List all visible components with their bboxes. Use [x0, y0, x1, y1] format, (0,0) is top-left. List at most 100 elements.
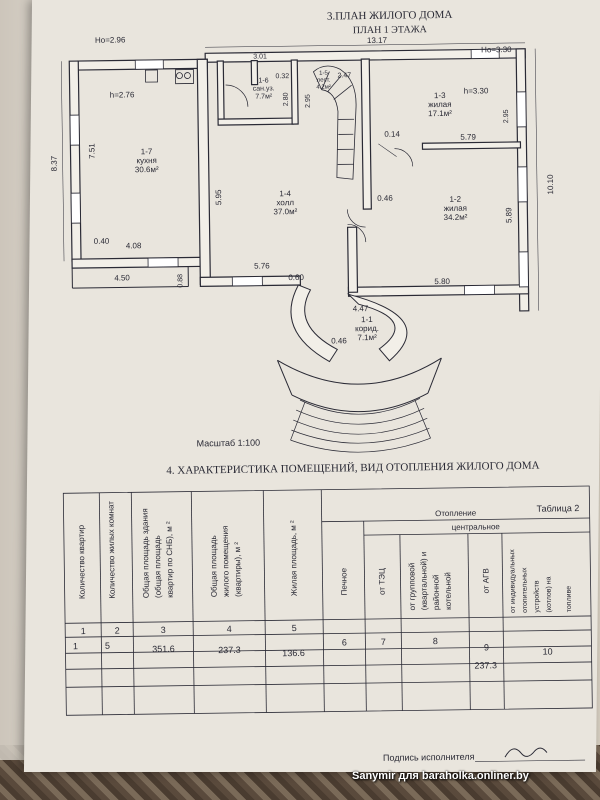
dim-450: 4.50	[114, 273, 130, 282]
dim-576: 5.76	[254, 261, 270, 270]
table-label: Таблица 2	[536, 503, 579, 514]
col-number-10: 10	[542, 646, 552, 656]
header-total-area-b: (общая площадь	[153, 535, 163, 598]
dim-580: 5.80	[434, 277, 450, 286]
room17-area: 30.6м²	[135, 165, 159, 174]
wall-kitchen-hall	[196, 58, 211, 285]
col-number-8: 8	[433, 636, 438, 646]
dim-1010: 10.10	[546, 174, 555, 195]
room13-number: 1-3	[434, 91, 446, 100]
header-individual-a: от индивидуальных	[509, 549, 517, 613]
dim-579: 5.79	[460, 133, 476, 142]
dim-046b: 0.46	[331, 336, 347, 345]
dim-h-kitchen: h=2.76	[110, 90, 135, 99]
characteristics-table	[62, 485, 593, 716]
dim-301: 3.01	[253, 53, 267, 60]
room15-name: лест.	[317, 78, 331, 84]
dim-247: 2.47	[337, 72, 351, 79]
dim-h-living: h=3.30	[464, 86, 489, 95]
cell-living-premises-area: 237.3	[218, 645, 241, 655]
wall-bottom-left	[71, 256, 208, 269]
wall-bathroom-mid	[250, 59, 259, 86]
room17-name: кухня	[136, 156, 156, 165]
header-group-boiler-c: районной	[431, 574, 440, 610]
col-number-2: 2	[115, 626, 120, 636]
dim-top-width: 13.17	[367, 36, 388, 45]
room16-name: сан.уз.	[253, 85, 275, 92]
signature-label: Подпись исполнителя	[383, 752, 475, 763]
room16-area: 7.7м²	[255, 93, 273, 100]
room11-name: корид.	[355, 324, 379, 333]
dim-595: 5.95	[214, 189, 223, 205]
header-chp: от ТЭЦ	[377, 568, 386, 595]
room12-number: 1-2	[449, 195, 461, 204]
room14-number: 1-4	[279, 189, 291, 198]
doors	[225, 84, 414, 243]
wall-left	[68, 60, 82, 262]
header-apartments-count: Количество квартир	[77, 524, 87, 599]
wall-bathroom-left	[216, 60, 225, 122]
cell-agv-area: 237.3	[474, 660, 497, 670]
col-number-7: 7	[381, 637, 386, 647]
header-individual-d: (котлов) на	[545, 576, 553, 612]
room12-area: 34.2м²	[444, 213, 468, 222]
dim-837: 8.37	[50, 155, 59, 171]
room15-area: 4.2м²	[316, 85, 331, 91]
dim-408: 4.08	[126, 241, 142, 250]
header-agv: от АГВ	[481, 568, 490, 593]
room11-area: 7.1м²	[357, 333, 377, 342]
header-group-boiler-a: от групповой	[407, 563, 417, 611]
header-living-area: Жилая площадь, м ²	[289, 520, 299, 596]
room-labels: 1-3 жилая 17.1м² 1-6 сан.уз. 7.7м² 1-5 л…	[135, 71, 468, 343]
signature-line	[475, 759, 586, 762]
header-individual-b: отопительных	[521, 567, 529, 613]
header-central: центральное	[452, 522, 501, 532]
wall-room13-room12	[421, 141, 522, 150]
header-total-area-c: квартир по СНБ), м ²	[165, 521, 175, 598]
section-title: 3.ПЛАН ЖИЛОГО ДОМА	[327, 9, 453, 23]
floor-title: ПЛАН 1 ЭТАЖА	[353, 24, 428, 36]
table-row-1: 1 5 351.6 237.3 136.6 237.3	[73, 641, 497, 671]
watermark: Sanymir для baraholka.onliner.by	[352, 770, 529, 782]
col-number-6: 6	[342, 637, 347, 647]
dim-295a: 2.95	[305, 94, 312, 108]
dim-032: 0.32	[275, 73, 289, 80]
header-individual-c: устройств	[533, 580, 541, 613]
dim-040: 0.40	[94, 237, 110, 246]
room14-name: холл	[276, 198, 294, 207]
header-living-premises-c: (квартиры), м ²	[233, 542, 243, 597]
room13-name: жилая	[428, 100, 451, 109]
dim-060: 0.60	[288, 273, 304, 282]
room13-area: 17.1м²	[428, 109, 452, 118]
header-living-premises-b: жилого помещения	[221, 526, 231, 597]
header-total-area-a: Общая площадь здания	[140, 508, 150, 598]
wall-hall-living	[360, 58, 372, 210]
dim-589: 5.89	[504, 207, 513, 223]
kitchen-fixtures	[144, 69, 194, 85]
dimension-lines	[60, 42, 540, 311]
header-group-boiler-d: котельной	[443, 572, 453, 610]
room14-area: 37.0м²	[273, 207, 297, 216]
signature-scribble-icon	[504, 747, 548, 758]
header-heating: Отопление	[435, 509, 477, 519]
dim-046a: 0.46	[377, 194, 393, 203]
header-stove: Печное	[339, 567, 348, 595]
cell-total-area: 351.6	[152, 644, 175, 654]
table-headers: Количество квартир Количество жилых комн…	[77, 501, 573, 613]
dim-280: 2.80	[283, 92, 290, 106]
cell-rooms: 5	[105, 641, 110, 651]
dim-ho-left: Ho=2.96	[95, 35, 126, 44]
dim-088: 0.88	[177, 274, 184, 288]
dim-751: 7.51	[87, 143, 96, 159]
staircase	[312, 65, 357, 180]
wall-bathroom-right	[290, 59, 299, 125]
room16-number: 1-6	[258, 77, 268, 84]
dim-014: 0.14	[384, 130, 400, 139]
col-number-3: 3	[161, 625, 166, 635]
col-number-4: 4	[227, 624, 232, 634]
col-number-5: 5	[292, 623, 297, 633]
header-rooms-count: Количество жилых комнат	[106, 501, 116, 599]
entry-bay	[276, 284, 442, 413]
dim-447: 4.47	[353, 304, 369, 313]
